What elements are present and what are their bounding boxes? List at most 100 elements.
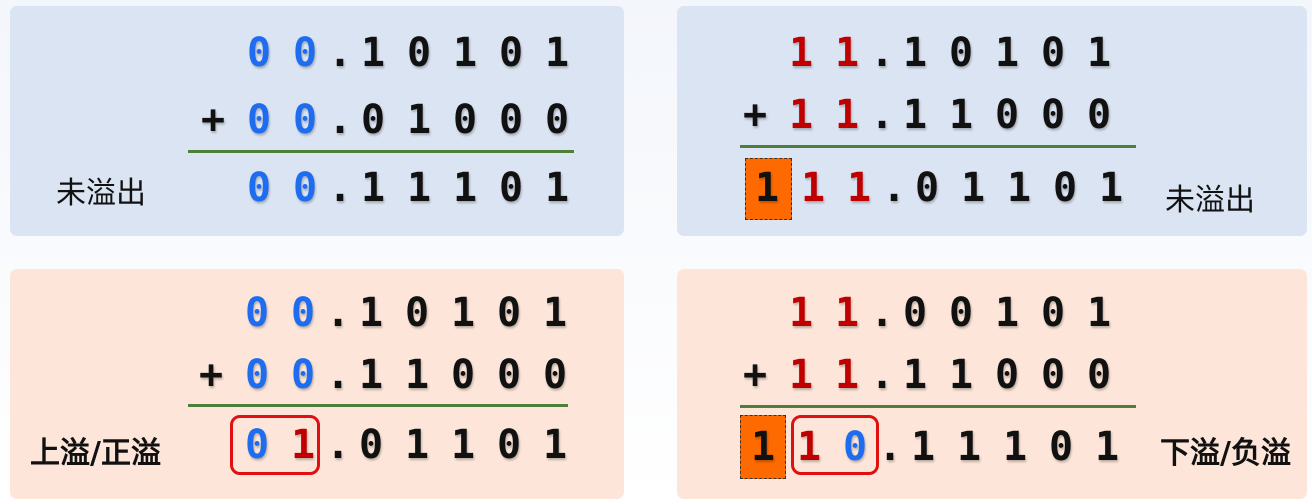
fraction-digit: 0 — [1048, 424, 1074, 470]
fraction-digit: 0 — [360, 97, 386, 143]
fraction-digit: 0 — [452, 97, 478, 143]
fraction-digit: 0 — [948, 30, 974, 76]
fraction-digit: 0 — [994, 92, 1020, 138]
label-positive-overflow: 上溢/正溢 — [30, 436, 161, 471]
fraction-digit: 0 — [404, 290, 430, 336]
sum-line — [740, 405, 1136, 408]
fraction-digit: 0 — [498, 97, 524, 143]
fraction-digit: 1 — [450, 422, 476, 468]
binary-point: . — [882, 165, 907, 211]
fraction-digit: 0 — [496, 352, 522, 398]
binary-point: . — [326, 352, 351, 398]
sign-digit: 0 — [290, 290, 316, 336]
fraction-digit: 0 — [1086, 92, 1112, 138]
sign-digit: 1 — [796, 424, 822, 470]
binary-point: . — [326, 422, 351, 468]
sign-digit: 0 — [244, 422, 270, 468]
fraction-digit: 0 — [994, 352, 1020, 398]
fraction-digit: 0 — [1052, 165, 1078, 211]
fraction-digit: 1 — [1006, 165, 1032, 211]
fraction-digit: 0 — [406, 30, 432, 76]
binary-point: . — [328, 30, 353, 76]
label-negative-overflow: 下溢/负溢 — [1160, 436, 1291, 471]
sign-digit: 0 — [290, 352, 316, 398]
fraction-digit: 0 — [450, 352, 476, 398]
sign-digit: 1 — [834, 30, 860, 76]
sum-line — [740, 145, 1136, 148]
sign-digit: 1 — [788, 290, 814, 336]
fraction-digit: 1 — [404, 422, 430, 468]
q4-operand-a: 1 1 . 0 0 1 0 1 — [732, 293, 1122, 333]
fraction-digit: 0 — [914, 165, 940, 211]
plus-sign: + — [198, 352, 224, 398]
sign-digit: 1 — [800, 165, 826, 211]
sum-line — [188, 150, 574, 153]
binary-point: . — [870, 92, 895, 138]
sign-digit: 1 — [834, 290, 860, 336]
sign-digit: 0 — [292, 165, 318, 211]
fraction-digit: 1 — [542, 422, 568, 468]
fraction-digit: 0 — [1040, 92, 1066, 138]
binary-point: . — [870, 30, 895, 76]
fraction-digit: 1 — [544, 30, 570, 76]
fraction-digit: 0 — [1040, 352, 1066, 398]
sign-digit: 1 — [846, 165, 872, 211]
fraction-digit: 1 — [452, 165, 478, 211]
fraction-digit: 0 — [948, 290, 974, 336]
binary-point: . — [870, 352, 895, 398]
sign-digit: 0 — [244, 290, 270, 336]
fraction-digit: 1 — [404, 352, 430, 398]
sign-digit: 1 — [290, 422, 316, 468]
fraction-digit: 1 — [358, 352, 384, 398]
fraction-digit: 1 — [1086, 30, 1112, 76]
fraction-digit: 1 — [948, 92, 974, 138]
q1-operand-a: 0 0 . 1 0 1 0 1 — [190, 33, 580, 73]
sign-bits-highlight-box — [230, 415, 320, 475]
q1-result: 0 0 . 1 1 1 0 1 — [190, 168, 580, 208]
carry-out-digit: 1 — [754, 165, 780, 211]
fraction-digit: 0 — [498, 165, 524, 211]
fraction-digit: 0 — [498, 30, 524, 76]
label-no-overflow: 未溢出 — [56, 176, 146, 211]
q3-operand-b: + 0 0 . 1 1 0 0 0 — [188, 355, 578, 395]
fraction-digit: 1 — [1086, 290, 1112, 336]
label-no-overflow: 未溢出 — [1165, 183, 1255, 218]
fraction-digit: 0 — [1086, 352, 1112, 398]
fraction-digit: 1 — [902, 92, 928, 138]
fraction-digit: 1 — [360, 30, 386, 76]
fraction-digit: 0 — [1040, 290, 1066, 336]
fraction-digit: 1 — [956, 424, 982, 470]
fraction-digit: 1 — [358, 290, 384, 336]
sign-digit: 0 — [292, 30, 318, 76]
carry-out-highlight — [745, 158, 792, 220]
sign-digit: 1 — [834, 92, 860, 138]
sign-bits-highlight-box — [791, 415, 879, 475]
sign-digit: 0 — [246, 30, 272, 76]
fraction-digit: 1 — [452, 30, 478, 76]
fraction-digit: 1 — [406, 165, 432, 211]
fraction-digit: 0 — [496, 422, 522, 468]
sign-digit: 1 — [788, 30, 814, 76]
fraction-digit: 0 — [358, 422, 384, 468]
carry-out-digit: 1 — [750, 424, 776, 470]
q1-operand-b: + 0 0 . 0 1 0 0 0 — [190, 100, 580, 140]
sign-digit: 1 — [834, 352, 860, 398]
sign-digit: 0 — [246, 165, 272, 211]
fraction-digit: 1 — [360, 165, 386, 211]
fraction-digit: 1 — [1098, 165, 1124, 211]
fraction-digit: 0 — [1040, 30, 1066, 76]
sign-digit: 0 — [292, 97, 318, 143]
q3-result: 0 1 . 0 1 1 0 1 — [188, 425, 578, 465]
fraction-digit: 1 — [544, 165, 570, 211]
fraction-digit: 1 — [960, 165, 986, 211]
q2-operand-b: + 1 1 . 1 1 0 0 0 — [732, 95, 1122, 135]
fraction-digit: 1 — [902, 30, 928, 76]
fraction-digit: 0 — [902, 290, 928, 336]
sign-digit: 0 — [842, 424, 868, 470]
fraction-digit: 1 — [948, 352, 974, 398]
binary-point: . — [878, 424, 903, 470]
sign-digit: 1 — [788, 92, 814, 138]
sign-digit: 0 — [246, 97, 272, 143]
plus-sign: + — [742, 352, 768, 398]
plus-sign: + — [200, 97, 226, 143]
